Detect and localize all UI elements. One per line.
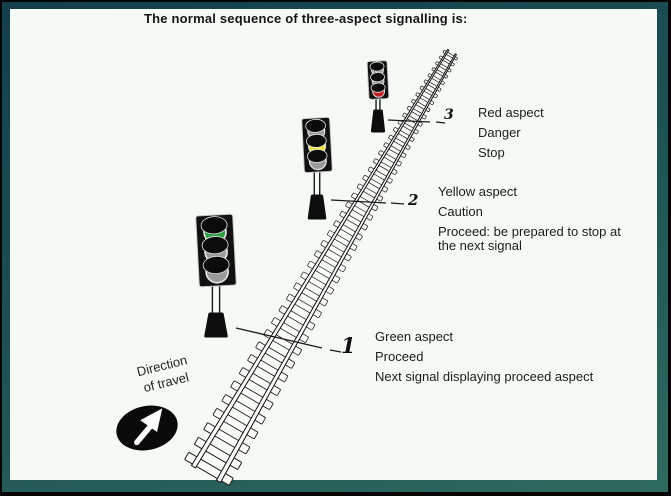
red-aspect-label: Red aspect Danger Stop bbox=[478, 106, 544, 166]
yellow-aspect-label: Yellow aspect Caution Proceed: be prepar… bbox=[438, 185, 630, 259]
signal-number-3: 3 bbox=[444, 107, 454, 123]
red-aspect-line3: Stop bbox=[478, 145, 505, 160]
diagram-title: The normal sequence of three-aspect sign… bbox=[144, 11, 468, 26]
yellow-aspect-line2: Caution bbox=[438, 204, 483, 219]
signal-number-1: 1 bbox=[341, 333, 356, 358]
red-aspect-line2: Danger bbox=[478, 125, 521, 140]
green-aspect-label: Green aspect Proceed Next signal display… bbox=[375, 330, 625, 390]
green-aspect-line3: Next signal displaying proceed aspect bbox=[375, 369, 594, 384]
red-aspect-line1: Red aspect bbox=[478, 105, 544, 120]
yellow-aspect-line1: Yellow aspect bbox=[438, 184, 518, 199]
signal-number-2: 2 bbox=[408, 191, 419, 209]
green-aspect-line1: Green aspect bbox=[375, 329, 454, 344]
yellow-aspect-line3: Proceed: be prepared to stop at the next… bbox=[438, 224, 621, 253]
green-aspect-line2: Proceed bbox=[375, 349, 424, 364]
